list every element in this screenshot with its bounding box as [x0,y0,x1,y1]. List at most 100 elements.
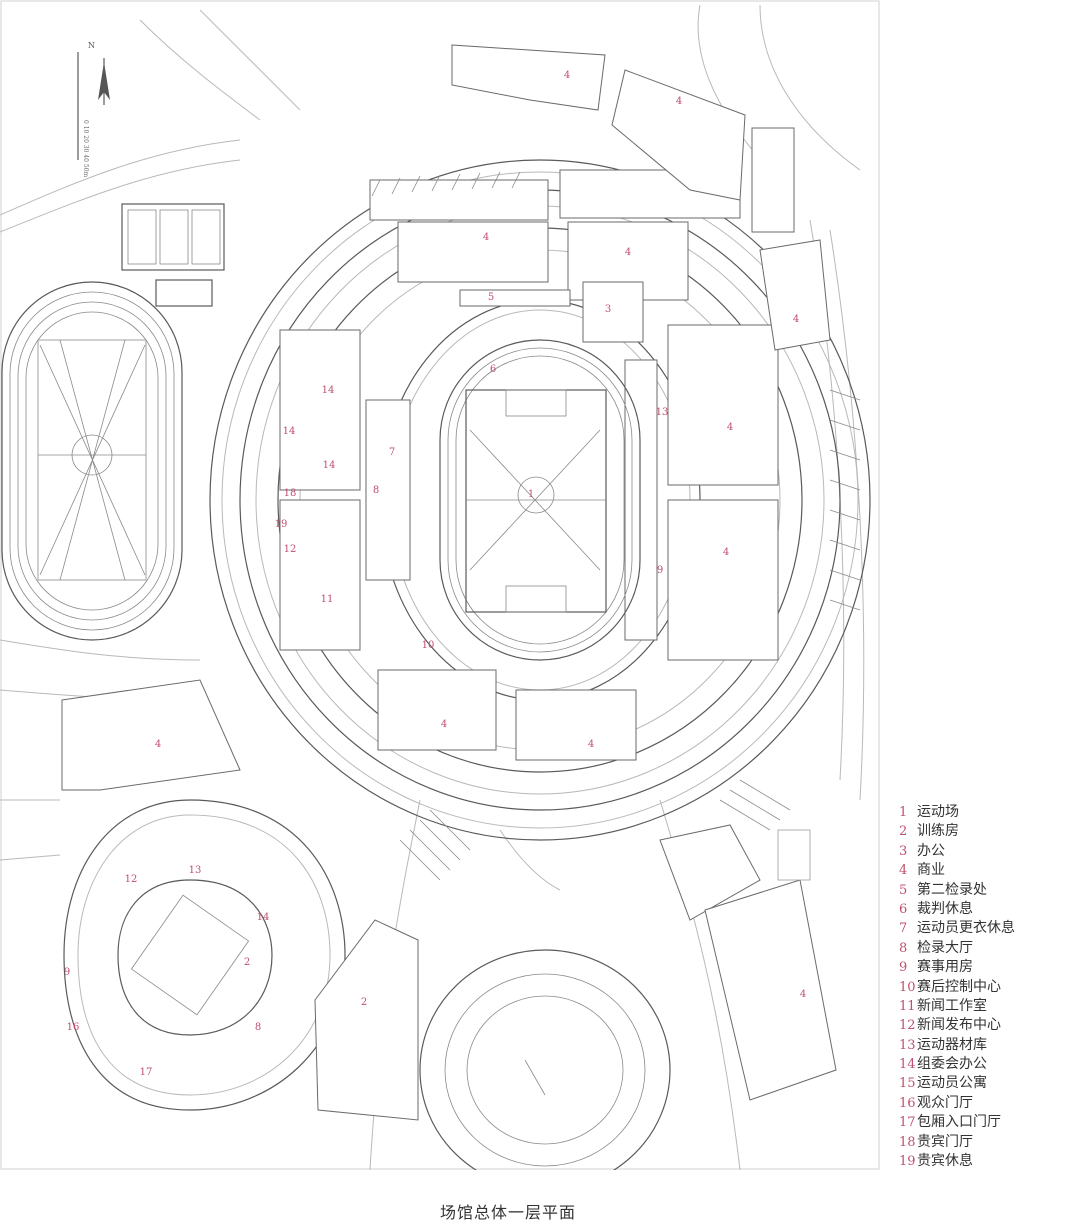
plan-label: 7 [389,447,395,458]
legend-num: 4 [899,863,908,879]
legend-num: 9 [899,960,908,976]
parking-stripes [371,171,861,881]
legend-num: 10 [899,979,916,995]
plan-caption: 场馆总体一层平面 [439,1203,576,1222]
legend-item: 7 运动员更衣休息 [899,919,1074,938]
legend-label: 赛事用房 [917,959,973,976]
plan-label: 3 [605,304,611,315]
legend-num: 2 [899,824,908,840]
plan-label: 14 [283,426,296,437]
north-commercial [451,44,831,351]
legend-label: 商业 [917,862,945,879]
legend-num: 16 [899,1095,916,1111]
svg-text:0 10 20 30 40 50m: 0 10 20 30 40 50m [82,120,89,178]
plan-label: 2 [361,997,367,1008]
legend-label: 办公 [917,842,945,859]
legend-label: 包厢入口门厅 [917,1114,1001,1131]
legend-item: 2 训练房 [899,822,1074,841]
plan-label: 4 [727,422,733,433]
legend-label: 新闻发布中心 [917,1017,1001,1034]
legend-label: 训练房 [917,823,959,840]
plan-label: 14 [323,460,336,471]
legend-num: 13 [899,1037,916,1053]
plan-label: 9 [657,565,663,576]
legend-num: 18 [899,1134,916,1150]
plan-label: 4 [588,739,594,750]
training-track-south [419,949,671,1170]
plan-label: 4 [155,739,161,750]
legend-label: 赛后控制中心 [917,978,1001,995]
plan-label: 4 [800,989,806,1000]
legend-item: 1 运动场 [899,803,1074,822]
legend-item: 9 赛事用房 [899,958,1074,977]
north-arrow-icon: N [77,41,110,160]
legend-item: 3 办公 [899,842,1074,861]
plan-label: 10 [422,640,435,651]
plan-label: 13 [189,865,202,876]
training-track-west [1,281,183,641]
legend-num: 8 [899,940,908,956]
legend-num: 12 [899,1018,916,1034]
legend-num: 17 [899,1115,916,1131]
plan-label: 4 [723,547,729,558]
plan-label: 6 [490,364,496,375]
legend-num: 5 [899,882,908,898]
legend-num: 6 [899,901,908,917]
plan-label: 4 [564,70,570,81]
legend-label: 运动器材库 [917,1036,987,1053]
plan-label: 4 [676,96,682,107]
legend-label: 贵宾休息 [917,1153,973,1170]
legend-label: 运动场 [917,804,959,820]
legend-num: 1 [899,805,908,820]
legend-label: 观众门厅 [917,1094,973,1111]
legend-num: 19 [899,1154,916,1170]
main-stadium [209,159,871,841]
legend-label: 新闻工作室 [917,997,987,1014]
legend-num: 14 [899,1057,916,1073]
plan-label: 18 [284,488,297,499]
southeast-buildings [314,824,837,1121]
tennis-courts [121,203,225,307]
gymnasium-southwest [61,679,346,1111]
plan-label: 14 [322,385,335,396]
legend-num: 7 [899,921,908,937]
legend-num: 3 [899,843,908,859]
legend-item: 5 第二检录处 [899,881,1074,900]
plan-label: 5 [488,292,494,303]
legend-num: 15 [899,1076,916,1092]
plan-label: 9 [64,967,70,978]
legend-label: 运动员公寓 [917,1075,987,1092]
plan-label: 1 [528,489,534,500]
plan-label: 17 [140,1067,153,1078]
plan-label: 8 [255,1022,261,1033]
legend-label: 贵宾门厅 [917,1133,973,1150]
athletics-field [439,339,641,661]
plan-label: 14 [257,912,270,923]
plan-labels: 1 2 2 3 4 4 4 4 4 4 4 4 4 4 4 5 6 7 8 9 … [64,70,806,1078]
plan-label: 11 [321,594,334,605]
plan-label: 13 [656,407,669,418]
scale-bar: 0 10 20 30 40 50m [82,120,89,178]
plan-label: 4 [483,232,489,243]
plan-label: 4 [793,314,799,325]
north-label: N [88,41,95,50]
plan-label: 12 [125,874,138,885]
legend-label: 组委会办公 [917,1056,987,1073]
legend-label: 第二检录处 [917,881,987,898]
legend-item: 4 商业 [899,861,1074,880]
legend-label: 检录大厅 [917,939,973,956]
legend-item: 6 裁判休息 [899,900,1074,919]
legend-label: 裁判休息 [917,900,973,917]
legend-label: 运动员更衣休息 [917,920,1015,937]
site-plan-drawing: N 0 10 20 30 40 50m [0,0,880,1170]
plan-label: 8 [373,485,379,496]
